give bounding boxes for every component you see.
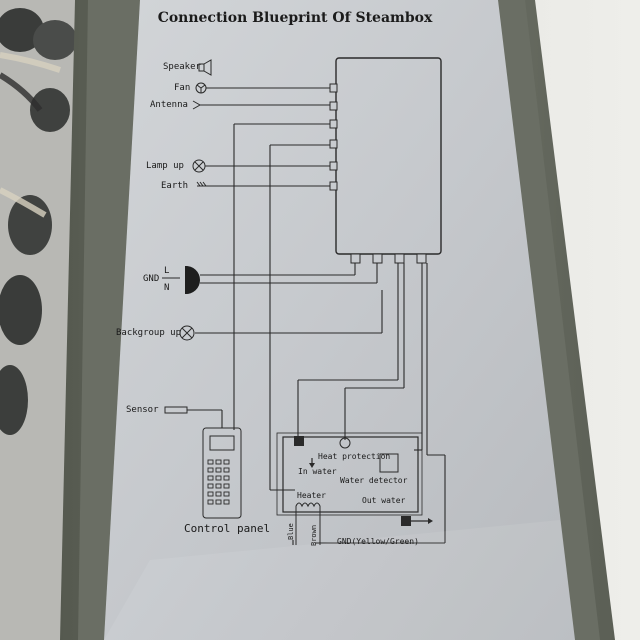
controller-connectors bbox=[329, 83, 427, 264]
water-detector-label: Water detector bbox=[340, 476, 408, 485]
lamp-up-label: Lamp up bbox=[146, 161, 184, 171]
cable-glands bbox=[0, 8, 77, 435]
heater-coil bbox=[295, 502, 321, 508]
wiring bbox=[162, 87, 446, 545]
fan-label: Fan bbox=[174, 83, 191, 93]
label-plate bbox=[104, 0, 575, 640]
n-label: N bbox=[164, 283, 170, 293]
page-title: Connection Blueprint Of Steambox bbox=[157, 10, 433, 26]
brown-label: Brown bbox=[310, 524, 318, 546]
water-detector-box bbox=[379, 453, 399, 473]
gnd-label: GND bbox=[143, 274, 160, 284]
backgroup-up-label: Backgroup up bbox=[116, 328, 182, 338]
speaker-label: Speaker bbox=[163, 62, 201, 72]
lamp-icon bbox=[192, 159, 206, 173]
cables bbox=[0, 52, 61, 218]
antenna-label: Antenna bbox=[150, 100, 188, 110]
sensor-label: Sensor bbox=[126, 405, 159, 415]
out-water-label: Out water bbox=[362, 496, 406, 505]
gnd-yellow-green-label: GND(Yellow/Green) bbox=[337, 537, 419, 546]
backgroup-lamp-icon bbox=[179, 325, 195, 341]
l-label: L bbox=[164, 266, 170, 276]
heater-label: Heater bbox=[297, 491, 326, 500]
antenna-icon bbox=[192, 100, 205, 110]
earth-icon bbox=[196, 181, 207, 187]
fan-icon bbox=[195, 82, 207, 94]
controller-box bbox=[335, 57, 442, 255]
sensor-icon bbox=[164, 406, 188, 414]
speaker-icon bbox=[198, 59, 212, 76]
control-panel-label: Control panel bbox=[184, 522, 271, 535]
in-water-label: In water bbox=[298, 467, 337, 476]
water-unit-box bbox=[282, 436, 419, 513]
earth-label: Earth bbox=[161, 181, 189, 191]
control-panel-icon bbox=[202, 427, 242, 519]
blue-label: Blue bbox=[287, 523, 295, 540]
heat-protection-label: Heat protection bbox=[318, 452, 391, 461]
heat-protection-symbol bbox=[339, 437, 351, 449]
